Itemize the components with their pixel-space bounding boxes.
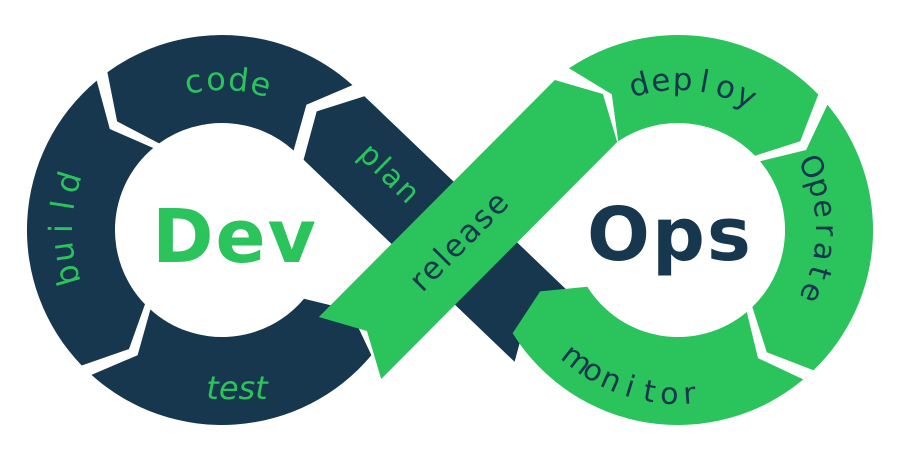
- segment-monitor: [512, 286, 804, 425]
- segment-test: [91, 298, 372, 425]
- arc-letter: e: [805, 197, 842, 220]
- arc-letter: o: [659, 376, 679, 412]
- segment-operate: [752, 104, 874, 371]
- arc-letter: r: [808, 224, 843, 237]
- segment-build: [26, 80, 154, 366]
- segment-release: [318, 80, 618, 379]
- ops-ring: [512, 34, 874, 425]
- dev-word: Dev: [152, 194, 318, 280]
- ops-word: Ops: [587, 192, 753, 278]
- segment-code: [107, 34, 353, 151]
- arc-letter: a: [805, 240, 842, 263]
- arc-letter: r: [682, 376, 697, 412]
- arc-letter: p: [672, 62, 693, 99]
- arc-letter: i: [42, 224, 80, 233]
- arc-letter: o: [205, 60, 226, 99]
- release-band: [318, 80, 618, 379]
- segment-deploy: [569, 34, 819, 156]
- dev-ring: [26, 34, 372, 425]
- arc-letter: d: [226, 60, 250, 100]
- arc-letter: e: [649, 62, 672, 100]
- stage-label-test: test: [206, 369, 269, 407]
